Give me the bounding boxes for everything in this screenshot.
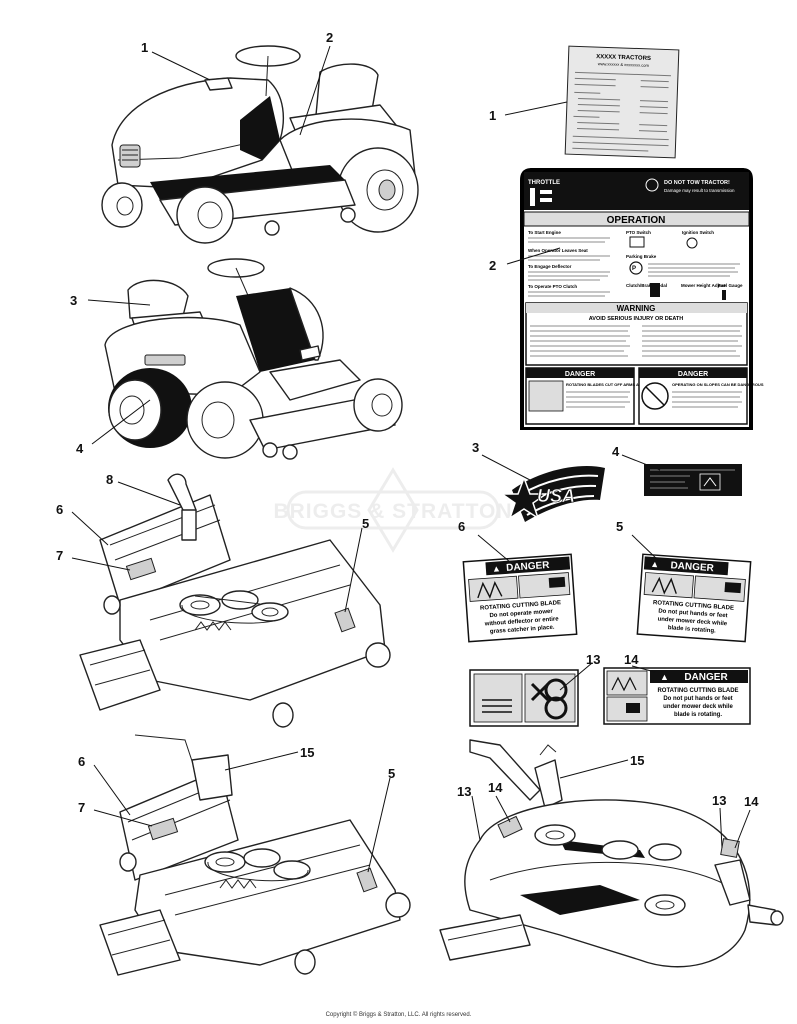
decal-2-avoid: AVOID SERIOUS INJURY OR DEATH (589, 316, 684, 322)
decal-6-header: DANGER (506, 560, 551, 574)
callout-3-tractor: 3 (70, 293, 77, 308)
callout-7-deck2: 7 (78, 800, 85, 815)
callout-6-deck1: 6 (56, 502, 63, 517)
decal-14-line2: Do not put hands or feet (663, 696, 732, 702)
decal-2-mower-height: Mower Height Adjust (681, 283, 726, 288)
decal-2-do-not-tow-sub: Damage may result to transmission (664, 188, 735, 193)
decal-2-do-not-tow: DO NOT TOW TRACTOR! (664, 180, 730, 186)
decal-2-clutch-brake: Clutch/Brake Pedal (626, 283, 667, 288)
svg-text:P: P (632, 266, 636, 272)
decal-2-operation: THROTTLE DO NOT TOW TRACTOR! Damage may … (520, 168, 764, 430)
decal-2-danger-left-text: ROTATING BLADES CUT OFF ARMS AND LEGS (566, 382, 657, 387)
svg-text:▲: ▲ (492, 563, 502, 574)
callout-13-deck3b: 13 (712, 793, 726, 808)
decal-14-danger: DANGER ▲ ROTATING CUTTING BLADE Do not p… (603, 667, 751, 725)
callout-13-decal: 13 (586, 652, 600, 667)
callout-13-deck3a: 13 (457, 784, 471, 799)
decal-2-to-operate-pto: To Operate PTO Clutch (528, 284, 577, 289)
callout-1-tractor: 1 (141, 40, 148, 55)
callout-1-decal: 1 (489, 108, 496, 123)
callout-6-decal: 6 (458, 519, 465, 534)
callout-8-deck1: 8 (106, 472, 113, 487)
decal-14-line3: under mower deck while (663, 704, 733, 710)
decal-2-ignition: Ignition Switch (682, 230, 714, 235)
decal-2-danger-right-text: OPERATING ON SLOPES CAN BE DANGEROUS (672, 382, 764, 387)
callout-15-deck2: 15 (300, 745, 314, 760)
callout-5-deck1: 5 (362, 516, 369, 531)
mower-deck-2 (99, 734, 411, 976)
decal-5-line4: blade is rotating. (668, 625, 717, 634)
decal-6-line4: grass catcher in place. (490, 625, 555, 636)
decal-2-parking-brake: Parking Brake (626, 254, 657, 259)
decal-3-text: USA (537, 486, 575, 506)
decal-5-danger: DANGER ▲ ROTATING CUTTING BLADE Do not p… (636, 553, 752, 643)
decal-2-pto-switch: PTO Switch (626, 230, 651, 235)
decal-4-label (644, 464, 742, 496)
svg-text:▲: ▲ (660, 672, 669, 682)
callout-7-deck1: 7 (56, 548, 63, 563)
decal-2-title: OPERATION (607, 215, 666, 226)
decal-5-header: DANGER (670, 560, 715, 574)
decal-2-danger-right: DANGER (678, 371, 708, 378)
svg-text:▲: ▲ (650, 559, 660, 570)
decal-6-line1: ROTATING CUTTING BLADE (480, 600, 561, 612)
decal-2-fuel-gauge: Fuel Gauge (718, 283, 743, 288)
decal-1-info-label: XXXXX TRACTORS www.xxxxxx & xxxxxxxx.com (564, 45, 680, 159)
decal-1-title: XXXXX TRACTORS (596, 54, 651, 62)
callout-3-decal: 3 (472, 440, 479, 455)
tractor-front-view (101, 45, 419, 244)
tractor-rear-view (104, 258, 403, 460)
decal-2-throttle: THROTTLE (528, 180, 560, 186)
decal-2-warning: WARNING (617, 304, 656, 313)
watermark-text: BRIGGS & STRATTON (273, 500, 512, 523)
mower-deck-3 (439, 739, 784, 968)
decal-5-line1: ROTATING CUTTING BLADE (653, 600, 734, 612)
decal-14-line1: ROTATING CUTTING BLADE (657, 688, 738, 694)
callouts: 1 2 3 4 8 6 7 5 6 7 15 5 1 2 3 4 6 (56, 30, 759, 873)
callout-4-decal: 4 (612, 444, 620, 459)
decal-6-line3: without deflector or entire (484, 616, 560, 627)
callout-2-decal: 2 (489, 258, 496, 273)
callout-14-decal: 14 (624, 652, 639, 667)
decal-2-to-start: To Start Engine (528, 230, 561, 235)
decal-2-danger-left: DANGER (565, 371, 595, 378)
watermark: BRIGGS & STRATTON (273, 467, 512, 553)
callout-14-deck3a: 14 (488, 780, 503, 795)
decal-6-danger: DANGER ▲ ROTATING CUTTING BLADE Do not o… (462, 553, 578, 643)
decal-2-to-engage: To Engage Deflector (528, 264, 572, 269)
callout-2-tractor: 2 (326, 30, 333, 45)
decal-1-subtitle: www.xxxxxx & xxxxxxxx.com (598, 61, 650, 68)
decal-14-line4: blade is rotating. (674, 712, 722, 718)
mower-deck-1 (79, 473, 391, 728)
decal-2-when-leaving: When Operator Leaves Seat (528, 248, 588, 253)
callout-5-deck2: 5 (388, 766, 395, 781)
copyright-footer: Copyright © Briggs & Stratton, LLC. All … (325, 1012, 472, 1018)
callout-14-deck3b: 14 (744, 794, 759, 809)
decal-3-usa: USA (499, 466, 605, 522)
decal-5-line3: under mower deck while (657, 616, 728, 627)
callout-6-deck2: 6 (78, 754, 85, 769)
callout-5-decal: 5 (616, 519, 623, 534)
callout-4-tractor: 4 (76, 441, 84, 456)
decal-13-pictogram (469, 669, 579, 727)
decal-5-line2: Do not put hands or feet (658, 608, 728, 619)
decal-6-line2: Do not operate mower (489, 609, 553, 619)
decal-14-header: DANGER (684, 672, 728, 683)
callout-15-deck3: 15 (630, 753, 644, 768)
